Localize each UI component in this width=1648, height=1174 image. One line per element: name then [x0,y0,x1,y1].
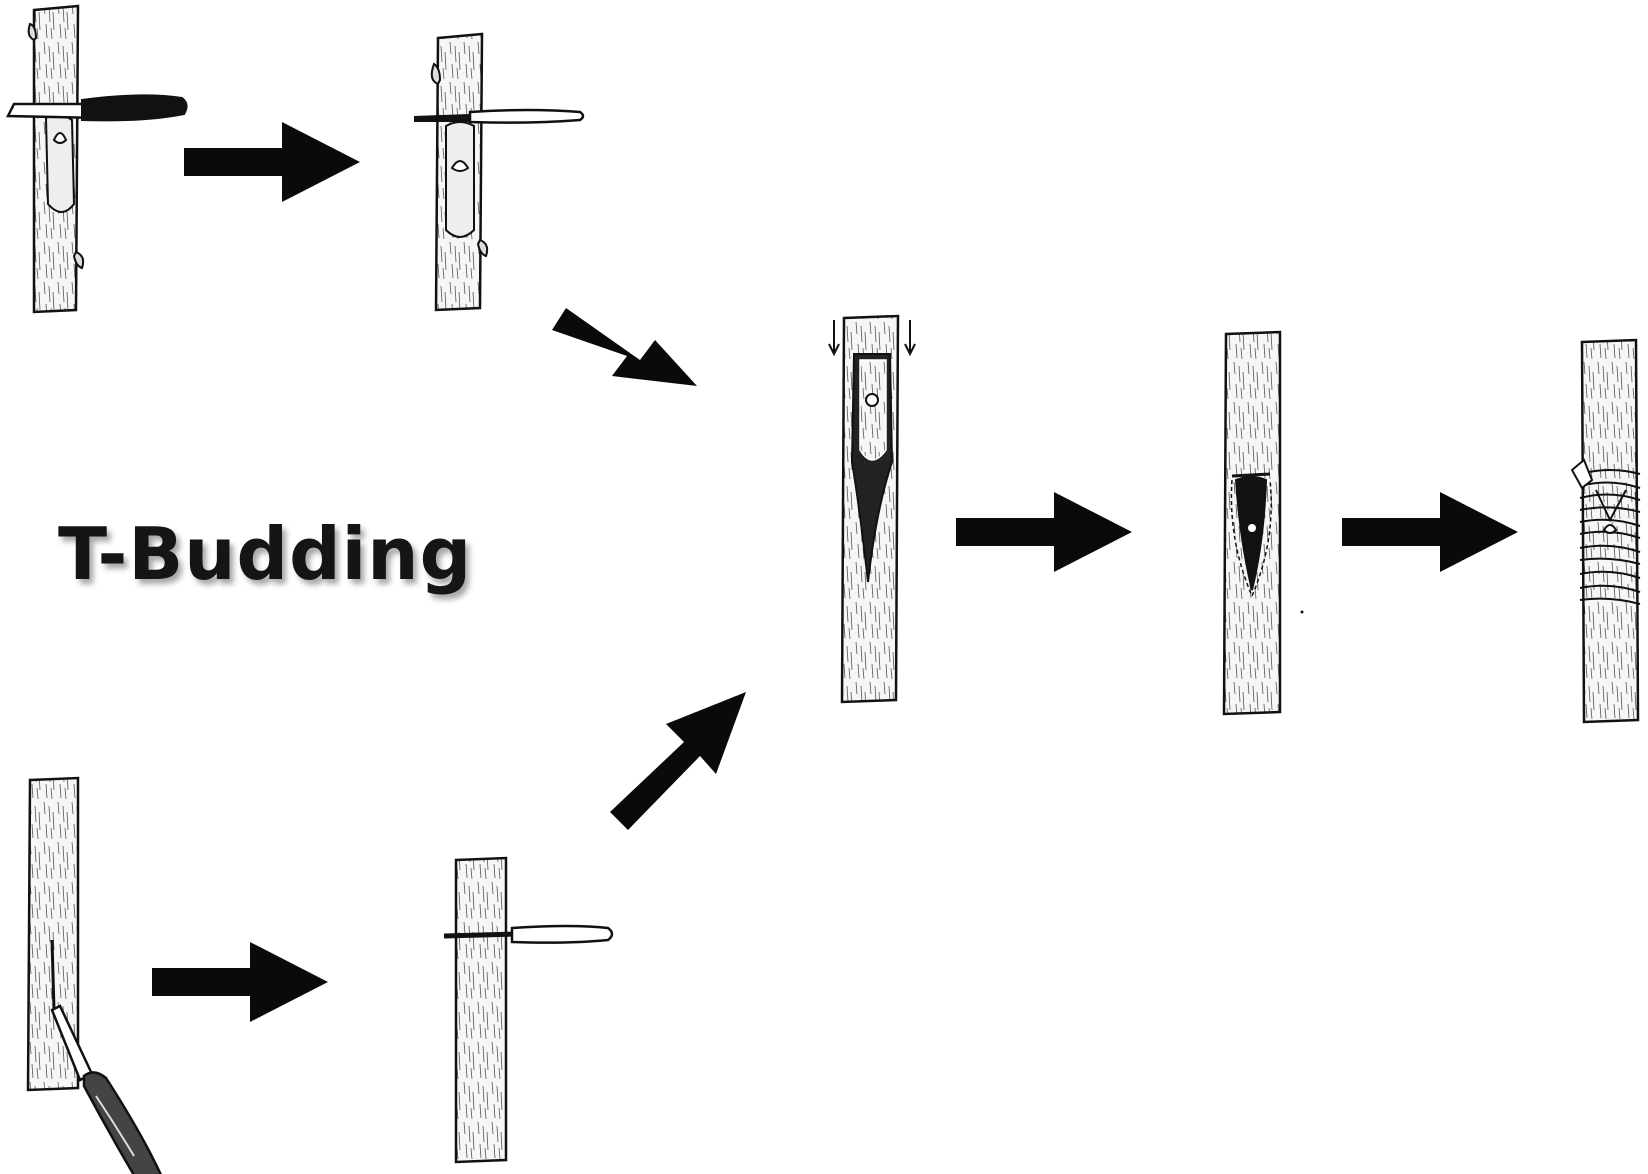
vertical-cut [50,939,56,1011]
bud-shield-outline [44,114,76,213]
tape-tie-icon [1570,458,1594,490]
knife-handle-icon [510,924,614,944]
bud-icon [865,393,879,407]
step-bud-inserted [828,314,916,704]
arrow-right-icon [956,492,1132,572]
knife-handle-icon [82,1071,162,1174]
step-t-cut-vertical [26,776,162,1174]
step-bud-wrapped [1570,338,1641,724]
diagram-title: T-Budding [58,512,473,596]
stem-4 [454,856,508,1164]
stem-3 [26,776,80,1092]
bud-shield-outline [445,121,475,238]
arrow-right-icon [1342,492,1518,572]
arrow-up-right-icon [610,692,746,830]
step-bud-shield-removed [414,32,585,312]
side-bud-icon [430,62,442,86]
bud-shield-outline [859,359,887,461]
down-arrow-small-icon [904,320,916,357]
step-bud-cut-top [5,4,188,314]
bud-icon [450,160,470,172]
knife-blade-icon [443,931,519,939]
step-t-cut-horizontal [443,856,614,1164]
knife-blade-icon [414,114,470,122]
down-arrow-small-icon [828,320,840,357]
side-bud-icon [27,22,38,42]
bud-icon [1602,524,1618,534]
bud-icon [52,132,68,144]
arrow-right-icon [184,122,360,202]
side-bud-icon [72,250,85,270]
bud-icon [1248,524,1256,532]
knife-handle-icon [468,108,585,124]
knife-handle-icon [81,94,188,122]
side-bud-icon [476,238,489,258]
arrow-down-right-icon [552,308,697,386]
step-bud-seated [1222,330,1304,716]
arrow-right-icon [152,942,328,1022]
budding-tape-wrap [1579,469,1641,605]
inserted-bud-shield [1234,476,1268,591]
